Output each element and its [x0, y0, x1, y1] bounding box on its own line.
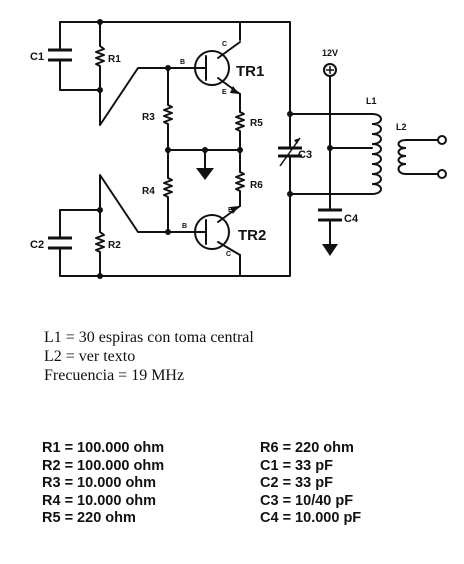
l2-terminal-top-icon [437, 135, 447, 145]
tr1-collector-lead [217, 41, 241, 59]
capacitor-c2 [48, 236, 72, 250]
wire-l2 [405, 139, 441, 175]
label-c3: C3 [298, 149, 312, 161]
parts-list-right: R6 = 220 ohm C1 = 33 pF C2 = 33 pF C3 = … [260, 440, 361, 528]
label-tr1-collector: C [222, 41, 227, 48]
coil-l1 [371, 113, 382, 195]
ground-icon [196, 168, 214, 180]
label-r4: R4 [142, 186, 155, 197]
label-tr1: TR1 [236, 63, 264, 80]
capacitor-c1 [48, 48, 72, 62]
part-c2: C2 = 33 pF [260, 475, 333, 491]
resistor-r1 [95, 21, 105, 91]
label-tr2-base: B [182, 223, 187, 230]
wire-right-top [239, 21, 331, 115]
transistor-tr2 [194, 214, 230, 250]
part-c1: C1 = 33 pF [260, 457, 333, 474]
part-r6: R6 = 220 ohm [260, 440, 354, 456]
part-r3: R3 = 10.000 ohm [42, 475, 157, 491]
coil-l2 [397, 139, 407, 175]
resistor-r5 [235, 93, 245, 151]
part-r2: R2 = 100.000 ohm [42, 457, 165, 474]
label-supply: 12V [322, 48, 338, 58]
label-tr2: TR2 [238, 227, 266, 244]
wire-c2 [59, 209, 101, 277]
note-l2: L2 = ver texto [44, 348, 136, 365]
label-c2: C2 [30, 239, 44, 251]
resistor-r2 [95, 209, 241, 277]
part-r1: R1 = 100.000 ohm [42, 440, 165, 456]
label-r6: R6 [250, 180, 263, 191]
label-l2: L2 [396, 122, 407, 132]
wire-c1 [59, 21, 101, 91]
resistor-r6 [235, 149, 245, 207]
part-c4: C4 = 10.000 pF [260, 510, 362, 526]
note-frequency: Frecuencia = 19 MHz [44, 367, 185, 384]
note-l1: L1 = 30 espiras con toma central [44, 329, 254, 346]
parts-list-left: R1 = 100.000 ohm R2 = 100.000 ohm R3 = 1… [42, 440, 164, 528]
wire-right-bottom [239, 193, 331, 277]
wire-cross-b [99, 174, 196, 233]
label-c4: C4 [344, 213, 359, 225]
ground-icon-c4 [322, 244, 338, 256]
capacitor-c4 [318, 208, 342, 222]
label-l1: L1 [366, 96, 377, 106]
capacitor-c3 [278, 146, 302, 158]
part-c3: C3 = 10/40 pF [260, 492, 354, 509]
label-r3: R3 [142, 112, 155, 123]
part-r5: R5 = 220 ohm [42, 510, 136, 526]
label-tr2-collector: C [226, 251, 231, 258]
tr2-collector-lead [217, 241, 241, 256]
label-r5: R5 [250, 118, 263, 129]
resistor-r3 [163, 67, 173, 151]
circuit-schematic: C1 R1 C2 R2 R3 R4 R5 R6 TR1 TR2 B C E B … [30, 19, 447, 279]
circuit-notes: L1 = 30 espiras con toma central L2 = ve… [44, 328, 254, 385]
label-c1: C1 [30, 51, 44, 63]
l2-terminal-bottom-icon [437, 169, 447, 179]
label-r1: R1 [108, 54, 121, 65]
label-tr2-emitter: E [228, 207, 233, 214]
label-r2: R2 [108, 240, 121, 251]
transistor-tr1 [194, 50, 230, 86]
wire-top-rail [59, 21, 241, 41]
resistor-r4 [163, 149, 173, 233]
wire-supply [329, 75, 373, 149]
part-r4: R4 = 10.000 ohm [42, 492, 157, 509]
label-tr1-base: B [180, 59, 185, 66]
label-tr1-emitter: E [222, 89, 227, 96]
